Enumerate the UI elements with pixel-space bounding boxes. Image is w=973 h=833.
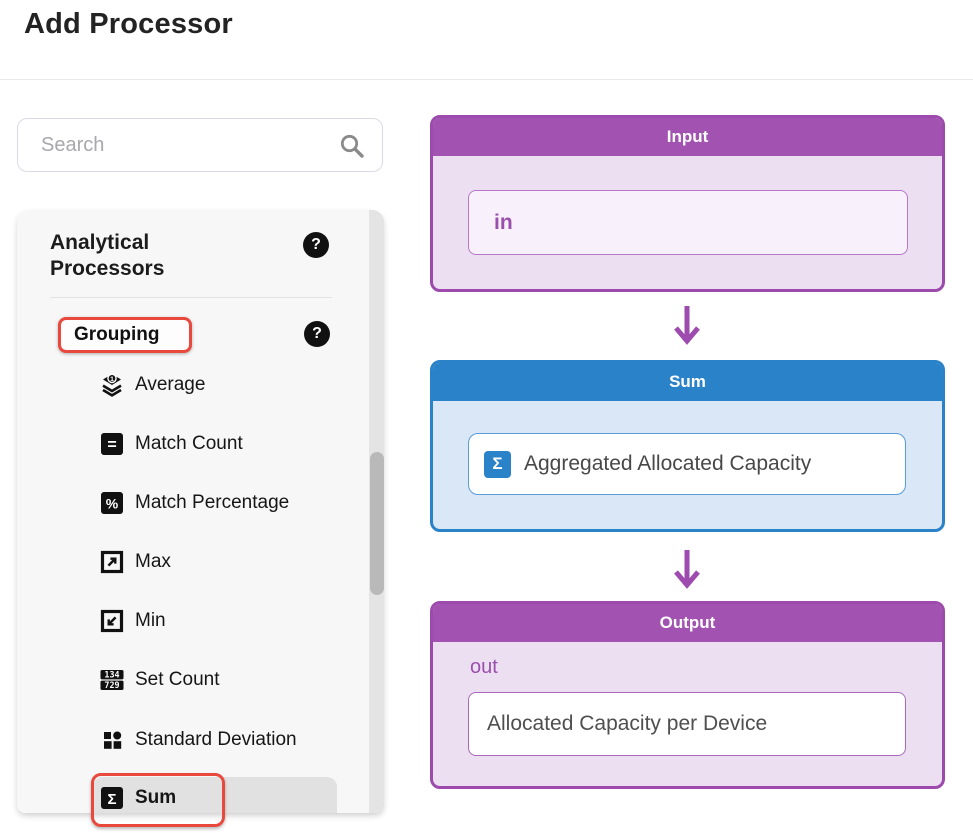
section-divider	[50, 297, 332, 298]
list-item-label: Average	[135, 374, 206, 395]
list-item-label: Match Count	[135, 433, 243, 454]
list-item-average[interactable]: 1 Average	[100, 373, 205, 397]
list-item-label: Min	[135, 610, 166, 631]
flow-arrow-down-icon	[674, 306, 700, 345]
input-node-title: Input	[433, 118, 942, 156]
input-in-value: in	[494, 210, 513, 234]
list-item-label: Set Count	[135, 669, 220, 690]
blocks-dot-icon	[104, 731, 122, 749]
scrollbar-thumb[interactable]	[369, 452, 384, 595]
sum-parameter-value: Aggregated Allocated Capacity	[524, 452, 812, 475]
list-item-match-percentage[interactable]: % Match Percentage	[100, 491, 289, 515]
percent-icon: %	[101, 492, 123, 514]
list-item-label: Max	[135, 551, 171, 572]
output-name-value: Allocated Capacity per Device	[487, 712, 768, 735]
arrow-up-right-icon	[100, 550, 124, 574]
section-title: Analytical Processors	[50, 231, 165, 280]
list-item-label: Sum	[135, 787, 177, 808]
list-item-min[interactable]: Min	[100, 609, 166, 633]
output-out-label: out	[470, 656, 498, 678]
svg-text:1: 1	[110, 376, 114, 383]
list-item-label: Match Percentage	[135, 492, 290, 513]
help-icon[interactable]: ?	[304, 321, 330, 347]
sigma-icon: Σ	[101, 787, 123, 809]
flow-input-node: Input in	[430, 115, 945, 292]
number-set-icon: 134 729	[100, 670, 124, 690]
svg-text:134: 134	[104, 670, 119, 680]
list-item-match-count[interactable]: = Match Count	[100, 432, 243, 456]
search-icon[interactable]	[338, 132, 366, 160]
average-icon: 1	[102, 373, 122, 397]
flow-arrow-down-icon	[674, 550, 700, 589]
selected-row-highlight	[93, 777, 337, 813]
sum-parameter-field[interactable]: Σ Aggregated Allocated Capacity	[468, 433, 906, 495]
svg-text:729: 729	[104, 680, 119, 690]
header-divider	[0, 79, 973, 80]
equals-icon: =	[101, 433, 123, 455]
list-item-max[interactable]: Max	[100, 550, 171, 574]
svg-text:Σ: Σ	[107, 791, 116, 808]
list-item-standard-deviation[interactable]: Standard Deviation	[100, 728, 297, 752]
svg-text:%: %	[106, 496, 119, 512]
list-item-set-count[interactable]: 134 729 Set Count	[100, 668, 220, 692]
group-grouping[interactable]: Grouping	[58, 317, 192, 353]
search-input[interactable]	[18, 119, 382, 171]
processor-list-panel: Analytical Processors ? Grouping ? 1 Ave…	[17, 210, 384, 827]
search-box	[17, 118, 383, 172]
sum-node-title: Sum	[433, 363, 942, 401]
list-item-label: Standard Deviation	[135, 729, 297, 750]
scrollbar-track[interactable]	[369, 210, 384, 813]
arrow-down-left-icon	[100, 609, 124, 633]
flow-sum-node: Sum Σ Aggregated Allocated Capacity	[430, 360, 945, 532]
help-icon[interactable]: ?	[303, 232, 329, 258]
page-title: Add Processor	[24, 8, 233, 40]
group-label: Grouping	[74, 324, 160, 345]
output-node-title: Output	[433, 604, 942, 642]
input-in-field[interactable]: in	[468, 190, 908, 255]
output-name-field[interactable]: Allocated Capacity per Device	[468, 692, 906, 756]
flow-output-node: Output out Allocated Capacity per Device	[430, 601, 945, 789]
svg-text:=: =	[107, 437, 116, 454]
sigma-chip-icon: Σ	[484, 450, 511, 478]
list-item-sum[interactable]: Σ Sum	[100, 786, 176, 810]
